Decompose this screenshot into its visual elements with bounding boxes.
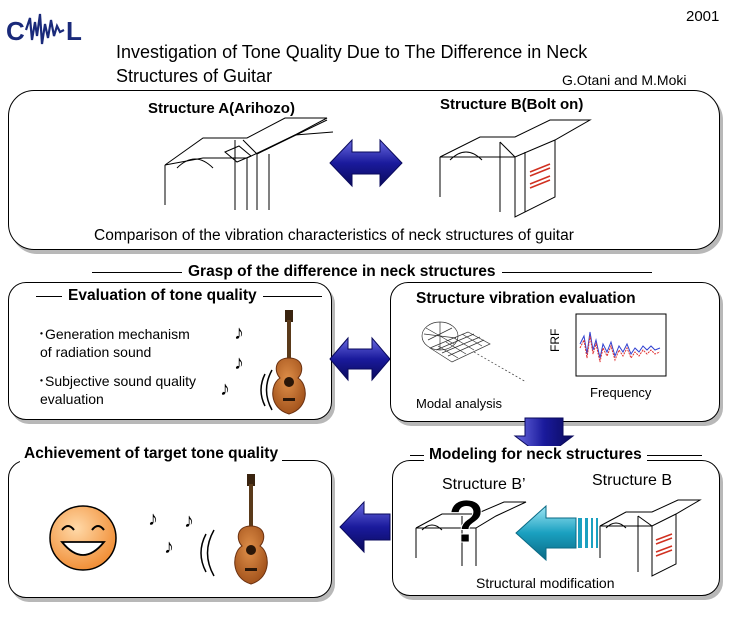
question-mark-icon: ? [448, 488, 486, 555]
frf-plot [575, 313, 667, 377]
music-note-icon: ♪ [234, 322, 244, 344]
structural-modification-label: Structural modification [476, 575, 615, 591]
grasp-heading: Grasp of the difference in neck structur… [182, 263, 502, 281]
year: 2001 [686, 8, 720, 25]
frf-axis-label: FRF [548, 328, 562, 352]
smiley-icon [49, 505, 117, 571]
achievement-heading: Achievement of target tone quality [20, 445, 283, 463]
structure-b-label: Structure B(Bolt on) [440, 96, 584, 113]
structure-a-drawing [164, 117, 334, 210]
tone-item-1-line-1: ･Generation mechanism [38, 326, 190, 342]
camal-logo: C L [6, 13, 82, 46]
structure-b-prime-label: Structure B’ [442, 476, 526, 493]
music-note-icon: ♪ [220, 378, 230, 400]
tone-heading: Evaluation of tone quality [62, 287, 263, 305]
comparison-caption: Comparison of the vibration characterist… [94, 227, 574, 244]
music-note-icon: ♪ [148, 508, 158, 530]
page-title-line-2: Structures of Guitar [116, 66, 273, 86]
modal-analysis-label: Modal analysis [416, 396, 502, 411]
left-arrow [339, 500, 391, 554]
modeling-heading: Modeling for neck structures [424, 446, 647, 464]
structure-b-drawing [439, 119, 592, 218]
tone-item-2-line-1: ･Subjective sound quality [38, 373, 196, 389]
right-to-left-arrow [515, 504, 598, 562]
structure-b-model-drawing [599, 499, 702, 577]
structure-a-label: Structure A(Arihozo) [148, 100, 295, 117]
music-note-icon: ♪ [164, 536, 174, 558]
page-title-line-1: Investigation of Tone Quality Due to The… [116, 42, 588, 62]
sound-waves-icon [260, 369, 273, 411]
guitar-icon [272, 310, 306, 415]
sound-waves-icon [200, 529, 215, 577]
tone-item-1-line-2: of radiation sound [40, 344, 152, 360]
frequency-axis-label: Frequency [590, 385, 652, 400]
structure-b-model-label: Structure B [592, 472, 673, 489]
vibration-heading: Structure vibration evaluation [416, 290, 636, 307]
guitar-icon [234, 474, 268, 585]
double-arrow [329, 336, 391, 382]
svg-text:L: L [66, 16, 82, 46]
modal-mesh-icon [421, 321, 527, 383]
tone-item-2-line-2: evaluation [40, 391, 104, 407]
structure-b-prime-drawing [415, 501, 527, 566]
music-note-icon: ♪ [234, 352, 244, 374]
svg-text:C: C [6, 16, 25, 46]
double-arrow [329, 138, 403, 188]
authors: G.Otani and M.Moki [562, 72, 687, 88]
music-note-icon: ♪ [184, 510, 194, 532]
